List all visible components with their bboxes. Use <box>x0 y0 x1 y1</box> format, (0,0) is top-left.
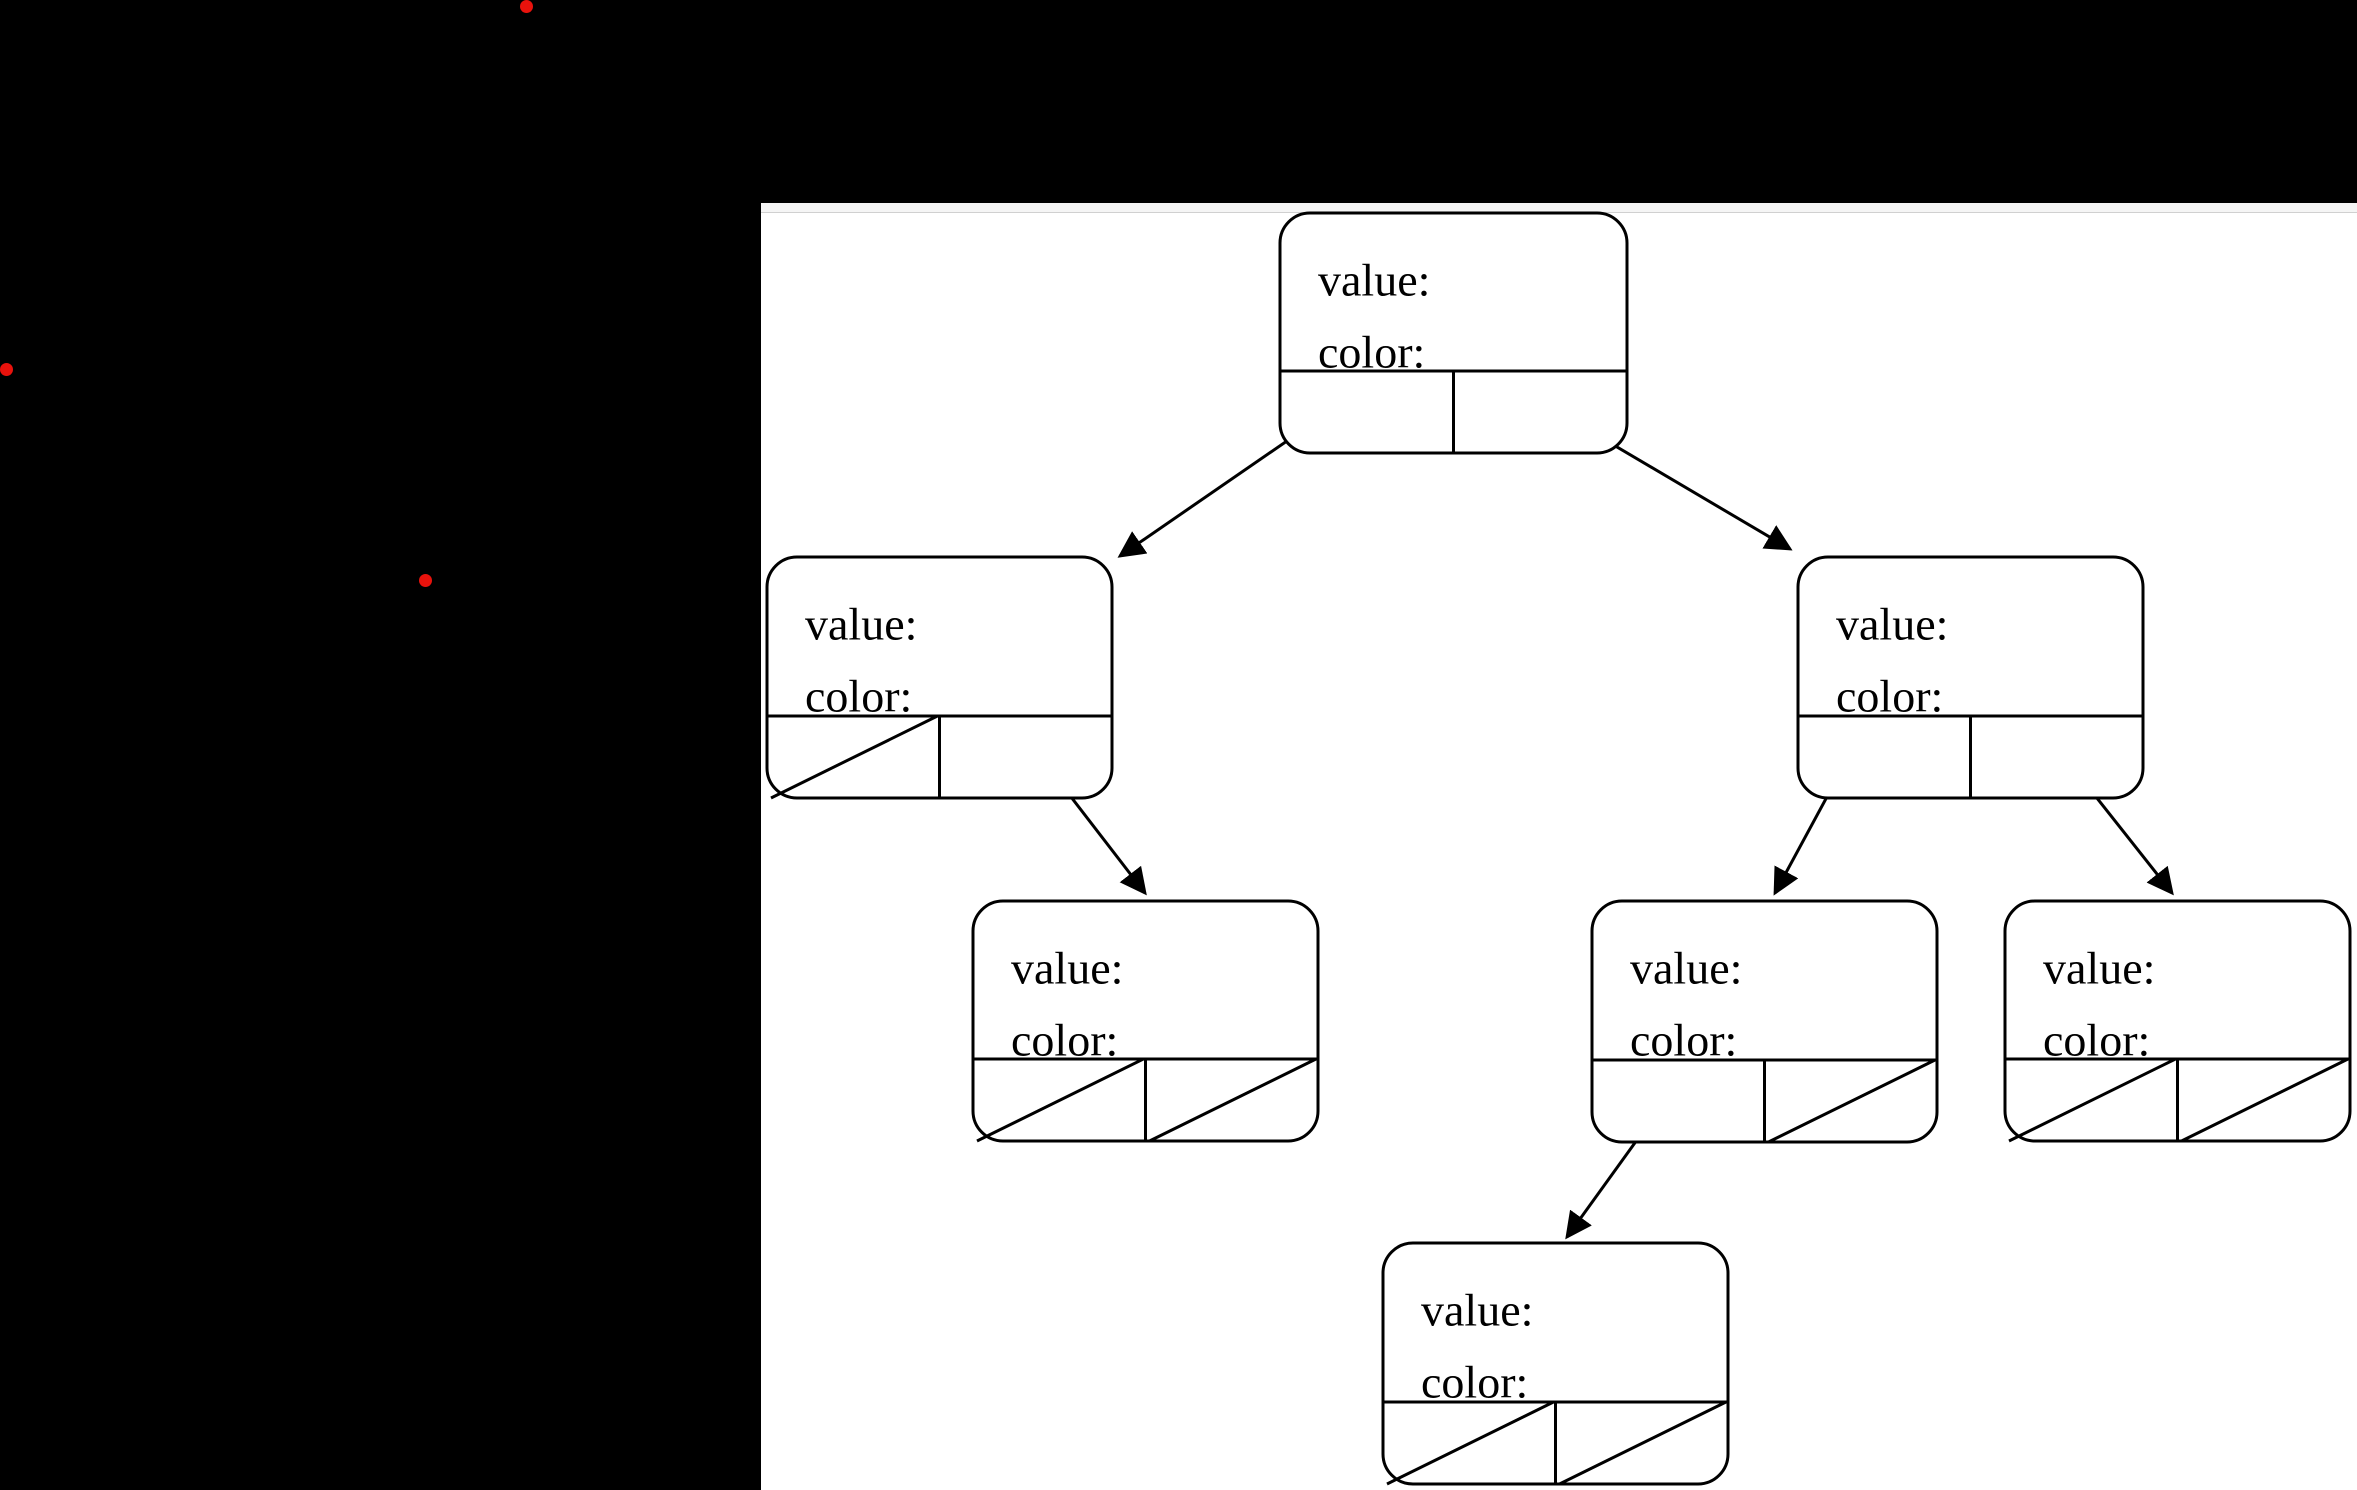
node-null-pointer-slash-left <box>1386 1400 1555 1486</box>
node-value-label: value: <box>1318 255 1430 306</box>
node-null-pointer-slash-right <box>1558 1400 1727 1486</box>
node-value-label: value: <box>805 599 917 650</box>
node-color-label: color: <box>1421 1357 1528 1408</box>
diagram-panel: value:color:value:color:value:color:valu… <box>761 203 2357 1490</box>
tree-node-right-right[interactable]: value: color: <box>2003 899 2352 1143</box>
node-value-label: value: <box>1836 599 1948 650</box>
node-color-label: color: <box>2043 1015 2150 1066</box>
tree-node-right[interactable]: value: color: <box>1796 555 2145 800</box>
node-null-pointer-slash-left <box>770 714 939 800</box>
red-dot-left <box>0 363 13 376</box>
node-null-pointer-slash-right <box>1148 1057 1317 1143</box>
node-value-label: value: <box>2043 943 2155 994</box>
tree-node-left[interactable]: value: color: <box>765 555 1114 800</box>
node-null-pointer-slash-right <box>2180 1057 2349 1143</box>
node-value-label: value: <box>1630 943 1742 994</box>
node-color-label: color: <box>1630 1015 1737 1066</box>
node-null-pointer-slash-left <box>976 1057 1145 1143</box>
node-null-pointer-slash-right <box>1767 1058 1936 1144</box>
tree-diagram: value:color:value:color:value:color:valu… <box>765 211 2352 1486</box>
node-color-label: color: <box>1836 671 1943 722</box>
node-null-pointer-slash-left <box>2008 1057 2177 1143</box>
node-color-label: color: <box>1318 327 1425 378</box>
node-value-label: value: <box>1011 943 1123 994</box>
red-dot-top <box>520 0 533 13</box>
red-dot-middle <box>419 574 432 587</box>
tree-node-right-left[interactable]: value: color: <box>1590 899 1939 1144</box>
node-color-label: color: <box>1011 1015 1118 1066</box>
tree-node-left-right[interactable]: value: color: <box>971 899 1320 1143</box>
node-color-label: color: <box>805 671 912 722</box>
node-value-label: value: <box>1421 1285 1533 1336</box>
tree-node-root[interactable]: value: color: <box>1278 211 1629 455</box>
tree-node-bottom[interactable]: value: color: <box>1381 1241 1730 1486</box>
